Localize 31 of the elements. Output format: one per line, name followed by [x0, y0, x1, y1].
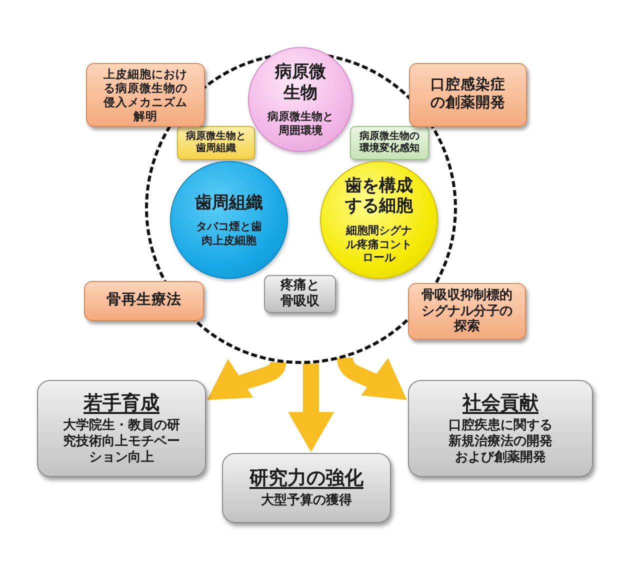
outcome-text: 大学院生・教員の研究技術向上モチベーション向上	[62, 418, 181, 466]
circle-title: 歯を構成する細胞	[344, 176, 414, 218]
outcome-text: 大型予算の獲得	[261, 493, 352, 510]
outcome-box	[37, 380, 206, 477]
topic-box	[350, 126, 429, 160]
outcome-text: 口腔疾患に関する新規治療法の開発および創薬開発	[447, 418, 554, 466]
research-theme-box	[86, 63, 205, 127]
circle-caption: 病原微生物と周囲環境	[266, 110, 334, 138]
arrow	[288, 364, 334, 452]
circle-title: 歯周組織	[195, 192, 263, 214]
topic-box	[177, 126, 255, 160]
circle-caption: タバコ煙と歯肉上皮細胞	[195, 220, 263, 248]
outcome-title: 若手育成	[84, 392, 160, 415]
research-theme-label: 骨再生療法	[106, 292, 182, 310]
topic-label: 疼痛と骨吸収	[279, 278, 320, 310]
research-theme-label: 骨吸収抑制標的シグナル分子の探索	[420, 288, 514, 336]
research-theme-box	[409, 63, 527, 127]
category-circle	[320, 161, 438, 279]
outcome-title: 社会貢献	[462, 392, 538, 415]
research-theme-box	[408, 283, 526, 340]
circle-title: 病原微生物	[274, 62, 327, 104]
research-theme-label: 口腔感染症の創薬開発	[429, 77, 506, 113]
topic-box	[264, 275, 336, 313]
outcome-box	[408, 380, 593, 477]
research-theme-box	[84, 281, 204, 321]
topic-label: 病原微生物の環境変化感知	[358, 130, 420, 156]
research-theme-label: 上皮細胞における病原微生物の侵入メカニズム解明	[102, 66, 188, 124]
outcome-title: 研究力の強化	[250, 466, 364, 490]
circle-caption: 細胞間シグナル疼痛コントロール	[344, 224, 413, 264]
outcome-box	[222, 453, 391, 523]
topic-label: 病原微生物と歯周組織	[185, 130, 247, 156]
